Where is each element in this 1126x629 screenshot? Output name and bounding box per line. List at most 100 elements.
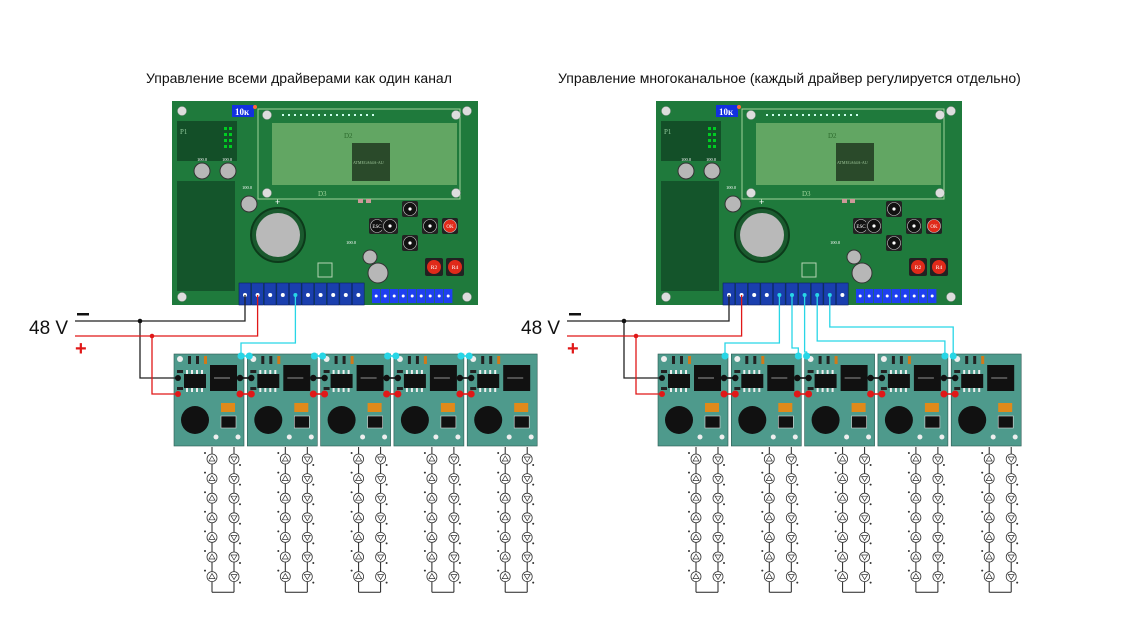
link-node <box>236 374 244 382</box>
ic-pin <box>889 370 892 374</box>
signal-terminal-pin <box>876 294 880 298</box>
control-node <box>794 352 802 360</box>
led-emission-mark <box>385 503 388 506</box>
led-driver-board <box>950 353 1022 447</box>
led <box>499 571 511 582</box>
label-d3: D3 <box>802 190 811 198</box>
lcd-pin <box>312 114 314 116</box>
led-emission-mark <box>423 491 426 494</box>
output-pad <box>1012 434 1018 440</box>
led <box>279 532 291 543</box>
button-label: ESC <box>372 225 382 230</box>
smd-part <box>954 370 961 373</box>
ic-pin <box>186 388 188 392</box>
led-symbol <box>428 514 436 521</box>
led-emission-mark <box>796 503 799 506</box>
led <box>983 512 995 524</box>
wire-control <box>724 295 781 356</box>
led <box>837 453 848 465</box>
wire-negative <box>567 295 730 322</box>
wire-control <box>829 295 954 356</box>
output-pad <box>360 434 366 440</box>
smd-fuse <box>440 403 455 412</box>
wire-positive <box>635 336 662 395</box>
ic-pin <box>831 370 834 374</box>
led-symbol <box>1007 535 1015 542</box>
led-emission-mark <box>277 530 280 533</box>
led <box>1005 453 1017 465</box>
pin <box>708 133 711 136</box>
link-node <box>794 374 801 382</box>
led-symbol <box>912 455 920 462</box>
capacitor-electrolytic <box>738 406 767 434</box>
led <box>932 492 944 504</box>
led-emission-mark <box>907 471 910 474</box>
led-symbol <box>714 515 722 522</box>
led-symbol <box>860 495 869 502</box>
led-symbol <box>428 455 436 462</box>
led <box>301 512 313 524</box>
led-symbol <box>428 494 436 501</box>
led-emission-mark <box>869 464 872 466</box>
led <box>932 532 944 543</box>
link-node <box>468 374 475 382</box>
pin <box>224 133 227 136</box>
link-node <box>467 390 475 398</box>
output-pad <box>844 434 850 440</box>
led-emission-mark <box>869 581 872 584</box>
smd-part <box>269 356 273 364</box>
led-symbol <box>501 533 509 540</box>
smd-led <box>850 199 855 203</box>
label-p1: P1 <box>180 128 188 136</box>
mount-hole <box>935 188 945 198</box>
ic-pin <box>685 388 687 392</box>
led <box>712 532 724 543</box>
led <box>228 453 240 465</box>
led-emission-mark <box>385 542 388 545</box>
led <box>301 492 313 504</box>
led-emission-mark <box>688 491 690 494</box>
control-node <box>237 352 245 360</box>
smd-fuse <box>924 403 939 412</box>
link-node <box>321 374 328 382</box>
led <box>206 473 218 485</box>
led-symbol <box>838 572 847 579</box>
signal-terminal-pin <box>885 294 889 298</box>
led <box>206 453 218 465</box>
driver-ic <box>184 374 206 388</box>
smd-part <box>661 387 667 390</box>
wire-positive <box>151 336 178 395</box>
ic-pin <box>201 370 203 374</box>
junction-negative <box>137 318 143 324</box>
led-emission-mark <box>423 471 426 474</box>
led-symbol <box>376 515 385 522</box>
led <box>983 492 995 504</box>
led-symbol <box>714 495 722 502</box>
led-symbol <box>838 514 847 521</box>
diode <box>220 415 237 429</box>
ic-pin <box>973 370 976 374</box>
wiring <box>567 295 959 398</box>
led-symbol <box>985 553 993 560</box>
led-symbol <box>934 456 942 463</box>
led-symbol <box>912 553 920 560</box>
ic-pin <box>826 388 829 392</box>
lcd-pin <box>282 114 284 116</box>
led-emission-mark <box>204 452 206 454</box>
mcu-chip-label: ATMEGA64A-AU <box>837 160 868 165</box>
led <box>785 571 797 582</box>
led-emission-mark <box>277 510 280 513</box>
badge-dot <box>737 105 741 109</box>
smd-part <box>481 356 485 364</box>
led-symbol <box>860 476 869 483</box>
driver-pad <box>734 356 741 362</box>
led-symbol <box>523 476 531 483</box>
led-emission-mark <box>204 530 206 533</box>
button-dot <box>912 224 916 228</box>
led-symbol <box>230 535 238 542</box>
link-node <box>805 374 812 382</box>
ic-pin <box>675 388 677 392</box>
led <box>785 512 797 524</box>
ic-pin <box>415 370 418 374</box>
led-symbol <box>281 474 289 481</box>
